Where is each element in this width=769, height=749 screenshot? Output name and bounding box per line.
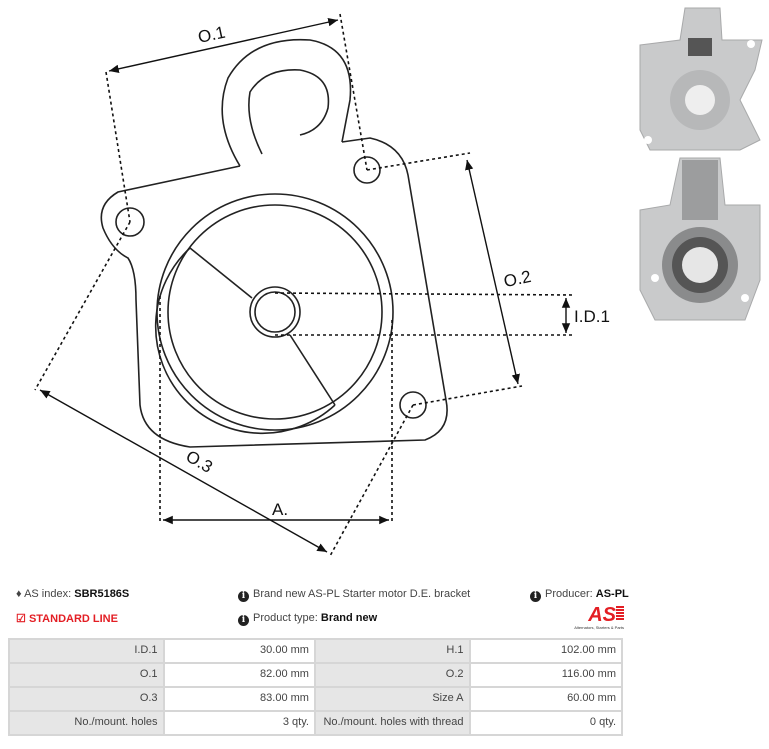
as-index: ♦ AS index: SBR5186S	[16, 588, 129, 600]
spec-label: O.1	[8, 662, 165, 688]
product-type-label: Product type:	[253, 612, 318, 624]
product-photo-front	[639, 7, 763, 151]
info-icon: i	[238, 615, 249, 626]
description: i Brand new AS-PL Starter motor D.E. brac…	[238, 588, 470, 602]
checkbox-icon: ☑	[16, 613, 26, 625]
info-icon: i	[530, 591, 541, 602]
spec-value: 3 qty.	[162, 710, 316, 736]
spec-value: 116.00 mm	[468, 662, 624, 688]
description-text: Brand new AS-PL Starter motor D.E. brack…	[253, 588, 471, 600]
bracket-outline	[100, 38, 448, 448]
spec-label: I.D.1	[8, 638, 165, 664]
label-id1: I.D.1	[574, 307, 610, 326]
info-icon: i	[238, 591, 249, 602]
producer: i Producer: AS-PL	[530, 588, 629, 602]
label-o1: O.1	[196, 23, 227, 47]
product-photo-rear	[639, 157, 761, 321]
spec-value: 82.00 mm	[162, 662, 316, 688]
product-type-value: Brand new	[320, 612, 378, 624]
spec-value: 83.00 mm	[162, 686, 316, 712]
spec-label: H.1	[313, 638, 471, 664]
product-type: i Product type: Brand new	[238, 612, 377, 626]
extension-lines	[34, 13, 573, 557]
spec-label: O.2	[313, 662, 471, 688]
line-text: STANDARD LINE	[28, 613, 118, 625]
spec-label: Size A	[313, 686, 471, 712]
label-o2: O.2	[502, 267, 533, 291]
logo-text: AS	[588, 604, 616, 626]
spec-value: 60.00 mm	[468, 686, 624, 712]
dimension-arrows	[39, 18, 571, 553]
spec-value: 102.00 mm	[468, 638, 624, 664]
logo-tagline: Alternators, Starters & Parts	[574, 625, 624, 630]
as-index-label: AS index:	[24, 588, 72, 600]
spec-label: O.3	[8, 686, 165, 712]
as-index-value: SBR5186S	[74, 588, 130, 600]
spec-label: No./mount. holes with thread	[313, 710, 471, 736]
as-pl-logo: AS Alternators, Starters & Parts	[562, 604, 624, 632]
producer-value: AS-PL	[595, 588, 629, 600]
label-a: A.	[272, 500, 288, 519]
tag-icon: ♦	[16, 588, 22, 600]
spec-value: 30.00 mm	[162, 638, 316, 664]
logo-stripes	[616, 606, 624, 620]
spec-label: No./mount. holes	[8, 710, 165, 736]
spec-value: 0 qty.	[468, 710, 624, 736]
label-o3: O.3	[183, 447, 216, 477]
technical-drawing: O.1 O.2 O.3 A. I.D.1	[34, 7, 763, 557]
producer-label: Producer:	[545, 588, 593, 600]
standard-line-badge: ☑ STANDARD LINE	[16, 612, 118, 625]
